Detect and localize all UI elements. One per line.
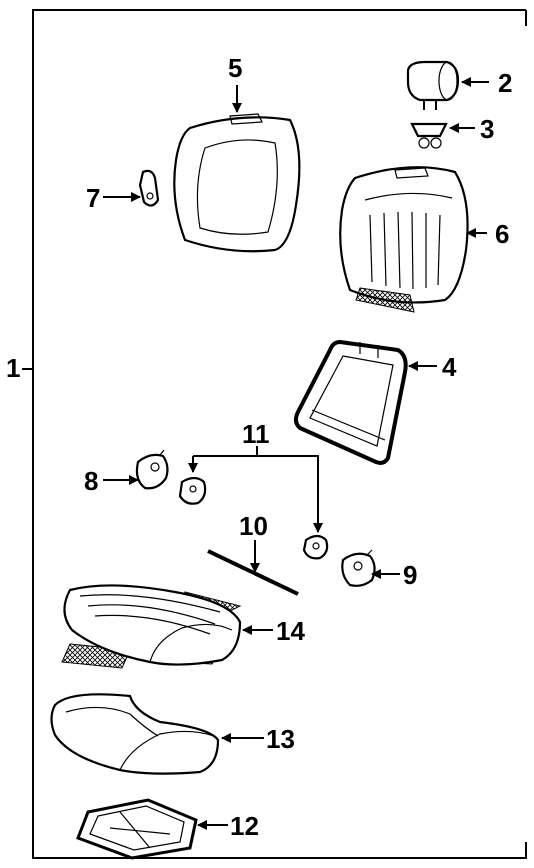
seat-back-pad-part-6	[339, 166, 469, 313]
callout-13: 13	[266, 724, 295, 754]
seat-back-frame-part-4	[293, 339, 408, 465]
callout-7: 7	[86, 183, 100, 213]
recliner-cover-right-part-11	[302, 534, 329, 560]
callout-10: 10	[239, 511, 268, 541]
rod-part-10	[207, 547, 300, 596]
recliner-cover-part-9	[341, 549, 376, 587]
callout-9: 9	[403, 560, 417, 590]
seat-cushion-cover-part-13	[50, 693, 220, 775]
headrest-part-2	[406, 60, 460, 110]
recliner-cover-left-part-11	[178, 476, 207, 505]
leader-11-bracket	[193, 455, 319, 530]
headrest-guide-part-3	[410, 122, 448, 149]
seat-back-cover-part-5	[173, 113, 301, 253]
trim-piece-part-7	[138, 169, 160, 207]
callout-11: 11	[242, 419, 270, 449]
callout-14: 14	[276, 616, 305, 646]
recliner-cover-part-8	[135, 449, 169, 490]
callout-1: 1	[6, 353, 20, 383]
callout-6: 6	[495, 219, 509, 249]
seat-cushion-frame-part-12	[76, 798, 198, 860]
callout-5: 5	[228, 53, 242, 83]
callout-4: 4	[442, 352, 457, 382]
callout-8: 8	[84, 466, 98, 496]
assembly-bracket	[32, 9, 527, 859]
callout-12: 12	[230, 811, 259, 841]
seat-cushion-pad-part-14	[61, 584, 242, 669]
callout-3: 3	[480, 114, 494, 144]
callout-2: 2	[498, 68, 512, 98]
